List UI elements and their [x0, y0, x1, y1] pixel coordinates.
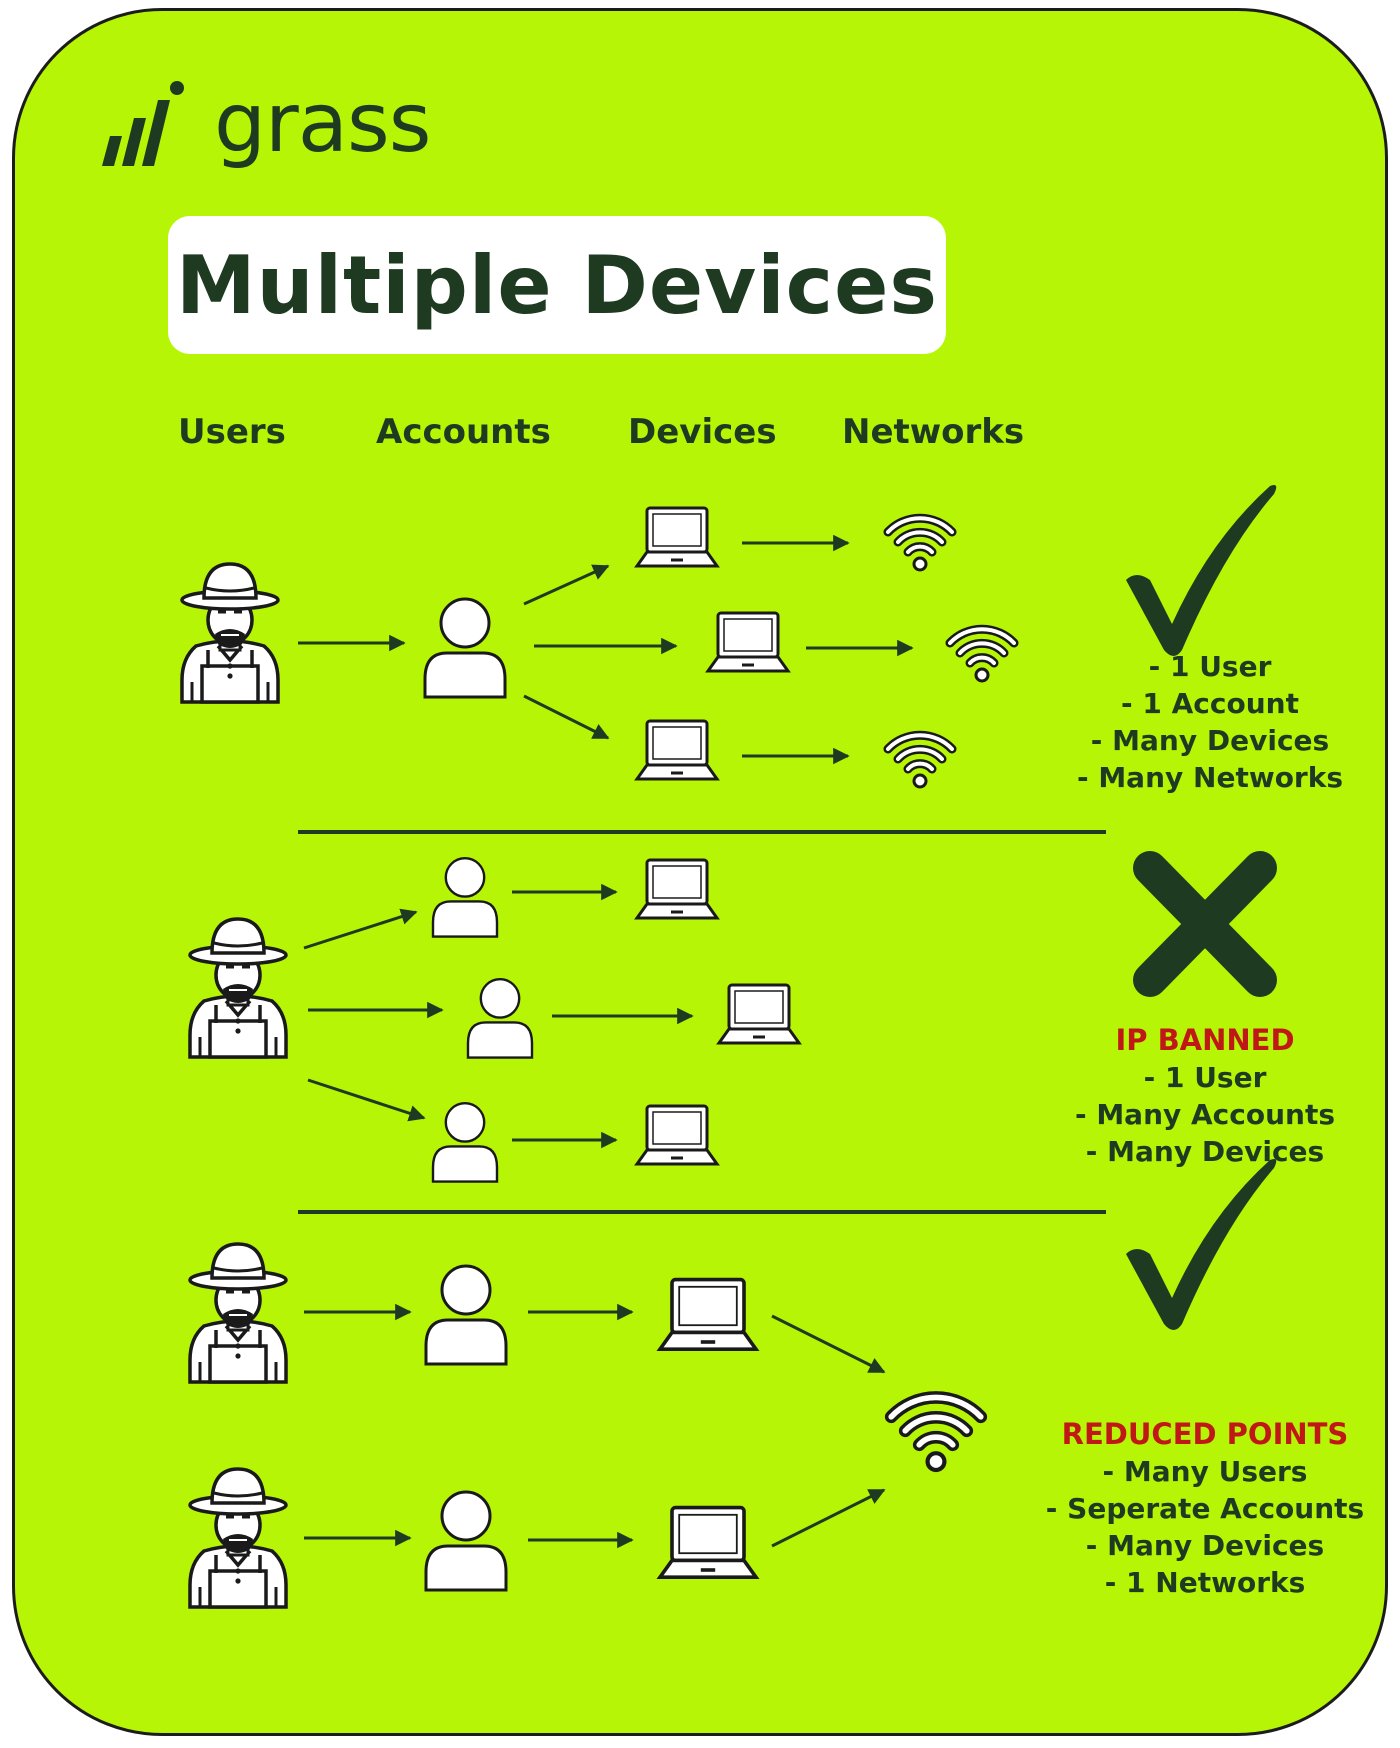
farmer-user-icon [188, 917, 288, 1059]
grass-bars-logo-icon [102, 81, 184, 166]
checkmark-icon [1126, 485, 1277, 656]
note-line: - Many Networks [1076, 761, 1344, 794]
laptop-device-icon [658, 1277, 758, 1351]
note-line: - Many Devices [1085, 1135, 1325, 1168]
note-line: - Many Accounts [1074, 1098, 1336, 1131]
cross-icon [1133, 851, 1277, 997]
wifi-network-icon [950, 629, 1014, 681]
scenario-3-diagram [188, 1159, 1277, 1609]
page-title: Multiple Devices [176, 238, 938, 332]
column-header-accounts: Accounts [376, 412, 551, 452]
account-icon [423, 597, 507, 699]
note-line: - 1 Networks [1104, 1566, 1306, 1599]
scenario-2-diagram [188, 851, 1277, 1183]
status-label-ip-banned: IP BANNED [1115, 1023, 1295, 1057]
wifi-network-icon [891, 1397, 981, 1470]
note-line: - 1 Account [1121, 687, 1299, 720]
laptop-device-icon [658, 1505, 758, 1579]
laptop-device-icon [635, 858, 719, 920]
note-line: - 1 User [1143, 1061, 1267, 1094]
checkmark-icon [1126, 1159, 1277, 1330]
laptop-device-icon [635, 1104, 719, 1166]
scenario-2-notes: IP BANNED - 1 User - Many Accounts - Man… [1035, 1022, 1375, 1170]
farmer-user-icon [188, 1242, 288, 1384]
title-box: Multiple Devices [168, 216, 946, 354]
wifi-network-icon [888, 518, 952, 570]
note-line: - Seperate Accounts [1045, 1492, 1365, 1525]
scenario-3-notes: REDUCED POINTS - Many Users - Seperate A… [1030, 1416, 1380, 1601]
status-label-reduced-points: REDUCED POINTS [1061, 1417, 1349, 1451]
farmer-user-icon [188, 1467, 288, 1609]
brand-logo: grass [100, 76, 431, 171]
note-line: - Many Devices [1085, 1529, 1325, 1562]
column-header-users: Users [178, 412, 286, 452]
note-line: - 1 User [1148, 650, 1272, 683]
note-line: - Many Devices [1090, 724, 1330, 757]
account-icon [424, 1490, 508, 1592]
wifi-network-icon [888, 735, 952, 787]
scenario-1-diagram [180, 485, 1277, 787]
laptop-device-icon [635, 719, 719, 781]
column-header-networks: Networks [842, 412, 1025, 452]
laptop-device-icon [635, 506, 719, 568]
laptop-device-icon [706, 611, 790, 673]
account-icon [431, 1102, 499, 1183]
account-icon [466, 978, 534, 1059]
account-icon [424, 1264, 508, 1366]
farmer-user-icon [180, 562, 280, 704]
column-header-devices: Devices [628, 412, 777, 452]
brand-name: grass [214, 76, 431, 171]
account-icon [431, 857, 499, 938]
scenario-1-notes: - 1 User - 1 Account - Many Devices - Ma… [1040, 648, 1380, 796]
laptop-device-icon [717, 983, 801, 1045]
note-line: - Many Users [1102, 1455, 1308, 1488]
